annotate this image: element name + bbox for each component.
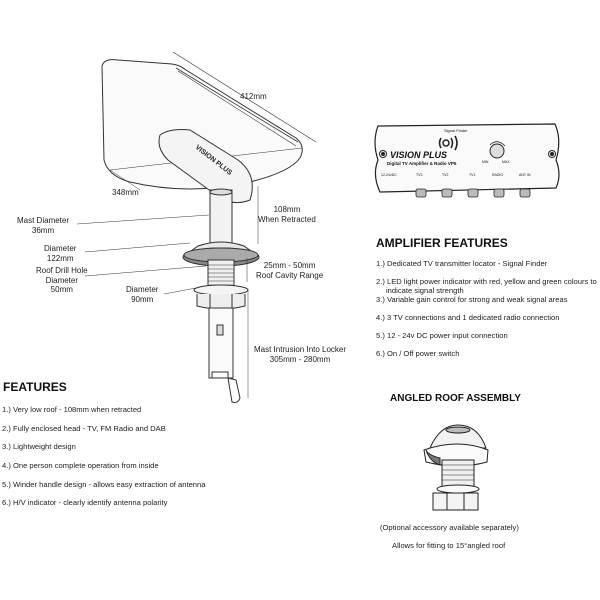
label-line: 122mm bbox=[46, 253, 74, 263]
flange-diameter-label: Diameter 122mm bbox=[44, 244, 76, 263]
angled-roof-title: ANGLED ROOF ASSEMBLY bbox=[390, 393, 521, 404]
label-line: 50mm bbox=[50, 285, 73, 294]
amplifier-brand-logo: VISION PLUS bbox=[390, 150, 448, 160]
angled-roof-note: (Optional accessory available separately… bbox=[380, 523, 519, 532]
label-line: When Retracted bbox=[258, 214, 316, 224]
dim-width-label: 348mm bbox=[112, 188, 139, 197]
port-label: ANT IN bbox=[519, 173, 531, 177]
amplifier-feature-item: 6.) On / Off power switch bbox=[376, 349, 460, 358]
feature-item: 2.) Fully enclosed head - TV, FM Radio a… bbox=[2, 424, 166, 433]
amplifier-model: Digital TV Amplifier & Radio VP5 bbox=[387, 161, 457, 166]
label-line: 36mm bbox=[31, 225, 55, 235]
feature-item: 6.) H/V indicator - clearly identify ant… bbox=[2, 498, 168, 507]
feature-item: 5.) Winder handle design - allows easy e… bbox=[2, 480, 206, 489]
label-line: Mast Intrusion Into Locker bbox=[254, 345, 347, 354]
port-label: RADIO bbox=[492, 173, 504, 177]
label-line: Roof Drill Hole bbox=[36, 266, 88, 275]
dim-length-label: 412mm bbox=[240, 92, 267, 101]
amplifier-feature-item: 2.) LED light power indicator with red, … bbox=[376, 277, 597, 286]
feature-item: 4.) One person complete operation from i… bbox=[2, 461, 159, 470]
amplifier-feature-item: 3.) Variable gain control for strong and… bbox=[376, 295, 568, 304]
label-line: Mast Diameter bbox=[17, 216, 70, 225]
amplifier-feature-item: 1.) Dedicated TV transmitter locator - S… bbox=[376, 259, 548, 268]
port-label: TV2 bbox=[442, 173, 449, 177]
nut-diameter-label: Diameter 90mm bbox=[126, 285, 158, 304]
amplifier-features-title: AMPLIFIER FEATURES bbox=[376, 236, 508, 250]
port-label: 12-24vDC bbox=[381, 173, 397, 177]
feature-item: 3.) Lightweight design bbox=[2, 442, 76, 451]
mast-intrusion-label: Mast Intrusion Into Locker 305mm - 280mm bbox=[254, 345, 346, 364]
label-line: 90mm bbox=[131, 294, 154, 304]
label-line: Diameter bbox=[126, 285, 159, 294]
port-label: TV3 bbox=[416, 173, 423, 177]
amplifier-feature-item: indicate signal strength bbox=[386, 286, 464, 295]
features-title: FEATURES bbox=[3, 380, 67, 394]
knob-min-label: MIN bbox=[482, 160, 489, 164]
retracted-height-label: 108mm When Retracted bbox=[258, 205, 316, 224]
label-line: 305mm - 280mm bbox=[269, 354, 331, 364]
label-line: Diameter bbox=[45, 275, 79, 285]
mast-diameter-label: Mast Diameter 36mm bbox=[17, 216, 69, 235]
drill-hole-label: Roof Drill Hole Diameter 50mm bbox=[36, 266, 88, 295]
feature-item: 1.) Very low roof - 108mm when retracted bbox=[2, 405, 142, 414]
amplifier-feature-item: 4.) 3 TV connections and 1 dedicated rad… bbox=[376, 313, 560, 322]
amplifier-feature-item: 5.) 12 - 24v DC power input connection bbox=[376, 331, 508, 340]
angled-roof-caption: Allows for fitting to 15°angled roof bbox=[392, 541, 506, 550]
signal-finder-label: Signal Finder bbox=[444, 128, 468, 133]
cavity-range-label: 25mm - 50mm Roof Cavity Range bbox=[256, 261, 323, 280]
port-label: TV1 bbox=[469, 173, 476, 177]
label-line: Diameter bbox=[44, 244, 77, 253]
label-line: 25mm - 50mm bbox=[263, 261, 316, 270]
label-line: Roof Cavity Range bbox=[256, 270, 324, 280]
label-line: 108mm bbox=[273, 205, 301, 214]
knob-max-label: MAX bbox=[502, 160, 510, 164]
